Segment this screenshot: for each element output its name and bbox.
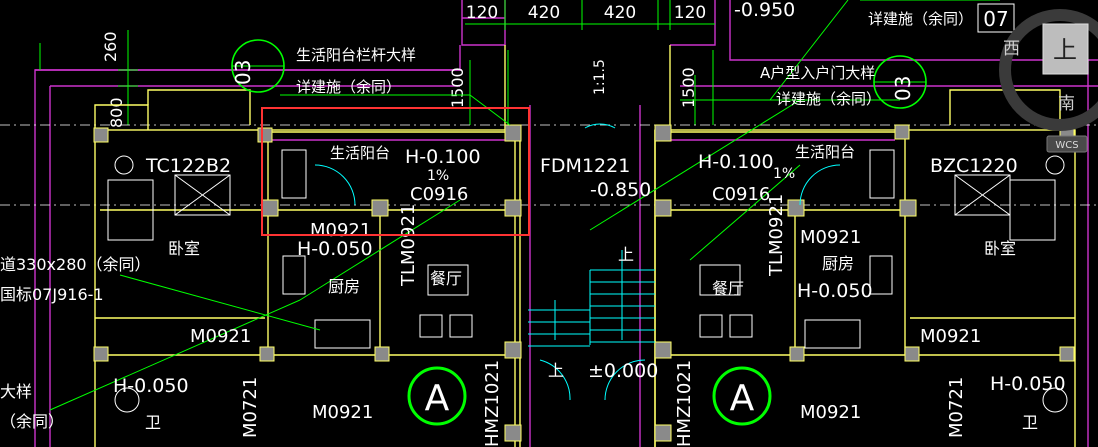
- door-tlm-left: TLM0921: [398, 204, 419, 287]
- door-m0921-right-row: M0921: [920, 326, 981, 347]
- window-right: BZC1220: [930, 155, 1018, 177]
- room-dining-left: 餐厅: [430, 269, 462, 288]
- stair-up-top: 上: [618, 245, 634, 264]
- note-std-atlas: 国标07J916-1: [0, 285, 104, 304]
- detail-ref-top-right: 07: [983, 7, 1008, 31]
- viewcube-top-face[interactable]: [1042, 23, 1089, 75]
- note-see-construction-top-right: 详建施（余同）: [868, 10, 973, 28]
- stair-up-bottom: 上: [548, 361, 564, 380]
- dim-420-left: 420: [528, 3, 560, 23]
- note-passage-size: 道330x280（余同）: [0, 255, 151, 274]
- dim-1500-right: 1500: [679, 67, 698, 108]
- door-hmz-left: HMZ1021: [482, 360, 503, 447]
- wcs-label: WCS: [1055, 140, 1078, 151]
- door-m0721-left: M0721: [240, 377, 261, 438]
- room-kitchen-right: 厨房: [822, 254, 854, 273]
- dim-420-right: 420: [604, 3, 636, 23]
- axis-bubble-a-right-label: A: [730, 378, 755, 419]
- slope-right: 1%: [773, 166, 795, 182]
- door-hmz-right: HMZ1021: [674, 360, 695, 447]
- dim-800: 800: [107, 97, 126, 128]
- elev-balcony-left: H-0.100: [405, 146, 481, 168]
- elev-lower-left: H-0.050: [113, 375, 189, 397]
- door-m0921-bottom-right: M0921: [800, 402, 861, 423]
- door-m0721-right: M0721: [946, 377, 967, 438]
- dimension-lines: [39, 0, 715, 125]
- magenta-outline: [34, 0, 1098, 447]
- detail-bubble-left-number: 03: [231, 60, 255, 85]
- room-balcony-left: 生活阳台: [330, 144, 390, 162]
- slope-left: 1%: [427, 168, 449, 184]
- note-see-construction-right: 详建施（余同）: [776, 90, 881, 108]
- elev-door-center: -0.850: [590, 179, 651, 201]
- elev-balcony-right: H-0.100: [698, 151, 774, 173]
- dim-120-right: 120: [674, 3, 706, 23]
- leader-lines: [49, 0, 1000, 411]
- room-bath-left: 卫: [145, 413, 161, 432]
- elev-ground: ±0.000: [588, 360, 658, 382]
- note-railing-detail: 生活阳台栏杆大样: [296, 46, 416, 64]
- room-bedroom-right: 卧室: [984, 239, 1016, 258]
- stair-treads: [528, 250, 655, 347]
- room-dining-right: 餐厅: [712, 279, 744, 298]
- elev-kitchen-right: H-0.050: [797, 280, 873, 302]
- dim-120-left: 120: [466, 3, 498, 23]
- note-left-detail: 大样: [0, 382, 32, 401]
- room-bath-right: 卫: [1022, 413, 1038, 432]
- door-swings: [314, 123, 841, 401]
- viewcube-compass-ring[interactable]: [999, 9, 1098, 131]
- fixtures: [107, 149, 1068, 413]
- axis-bubble-a-left[interactable]: [407, 366, 467, 426]
- axis-bubble-a-right[interactable]: [712, 366, 772, 426]
- slope-ratio: 1:1.5: [592, 59, 608, 95]
- door-tlm-right: TLM0921: [766, 194, 787, 277]
- elev-kitchen-left: H-0.050: [297, 238, 373, 260]
- note-see-construction-left: 详建施（余同）: [296, 78, 401, 96]
- detail-bubble-right-number: 03: [891, 76, 915, 101]
- compass-west[interactable]: 西: [1003, 39, 1020, 59]
- door-m0921-kitchen-right: M0921: [800, 227, 861, 248]
- note-entry-door-detail: A户型入户门大样: [760, 64, 875, 82]
- walls: [94, 45, 1076, 447]
- elev-lower-right: H-0.050: [990, 373, 1066, 395]
- dim-1500-left: 1500: [448, 67, 467, 108]
- detail-ref-box-top-right: [977, 3, 1015, 33]
- door-m0921-bottom-left: M0921: [312, 402, 373, 423]
- door-m0921-left-row: M0921: [190, 326, 251, 347]
- dim-260: 260: [101, 31, 120, 62]
- wcs-button[interactable]: [1046, 135, 1088, 153]
- viewcube-navigation[interactable]: 上 西 南 WCS: [999, 9, 1098, 153]
- note-left-same: （余同）: [0, 412, 64, 431]
- door-m0921-kitchen-left: M0921: [310, 220, 371, 241]
- window-left: TC122B2: [145, 155, 231, 177]
- room-bedroom-left: 卧室: [168, 239, 200, 258]
- viewcube-top-label: 上: [1053, 36, 1077, 64]
- room-balcony-right: 生活阳台: [795, 143, 855, 161]
- door-fdm: FDM1221: [540, 155, 630, 177]
- compass-south[interactable]: 南: [1058, 94, 1075, 114]
- room-kitchen-left: 厨房: [328, 277, 360, 296]
- window-c0916-right: C0916: [712, 184, 770, 205]
- window-c0916-left: C0916: [410, 184, 468, 205]
- elev-top-right: -0.950: [734, 0, 795, 21]
- axis-bubble-a-left-label: A: [425, 378, 450, 419]
- selection-highlight-box[interactable]: [261, 107, 530, 236]
